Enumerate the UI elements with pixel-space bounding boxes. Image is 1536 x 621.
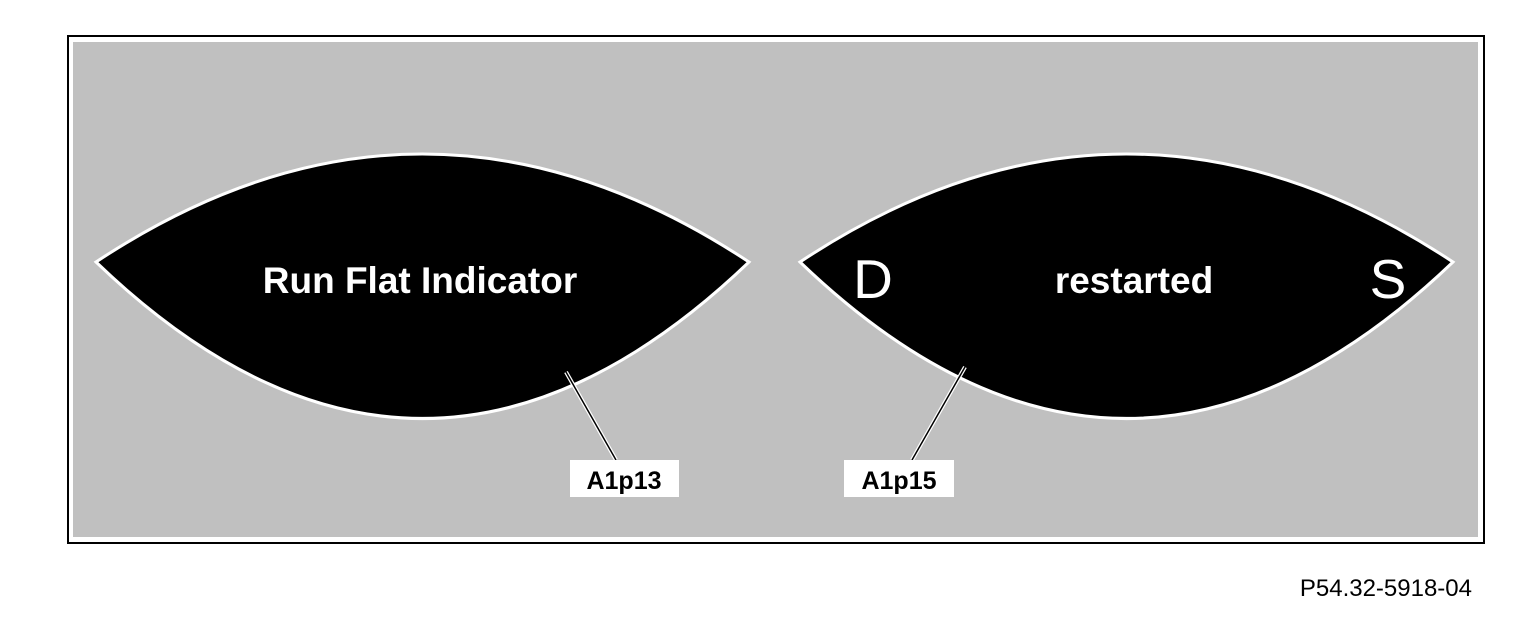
callout-a1p15-label: A1p15 (861, 467, 936, 495)
display-a1p13: Run Flat Indicator (93, 152, 752, 420)
callout-a1p15-box (844, 460, 954, 497)
callout-a1p13-box (570, 460, 679, 497)
callout-a1p15: A1p15 (844, 460, 954, 497)
leader-line-a1p15 (910, 366, 967, 461)
display-a1p15-right-letter: S (1370, 248, 1407, 310)
callout-a1p13-label: A1p13 (586, 467, 661, 495)
display-a1p15-shape (797, 152, 1456, 420)
figure-code: P54.32-5918-04 (1299, 575, 1472, 602)
display-a1p13-shape (93, 152, 752, 420)
callout-a1p13: A1p13 (570, 460, 679, 497)
display-a1p15: D restarted S (797, 152, 1456, 420)
display-a1p13-text: Run Flat Indicator (263, 260, 578, 301)
display-a1p15-left-letter: D (853, 248, 893, 310)
leader-line-a1p13 (564, 371, 618, 461)
display-a1p15-text: restarted (1055, 260, 1213, 301)
